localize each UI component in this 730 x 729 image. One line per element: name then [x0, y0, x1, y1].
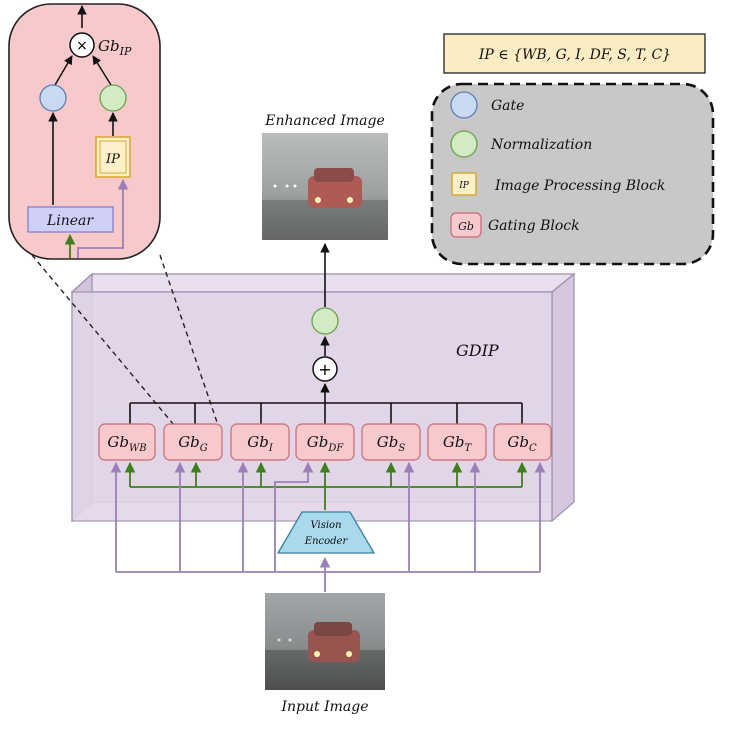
legend-box	[430, 82, 715, 266]
svg-text:GbG: GbG	[178, 433, 208, 454]
svg-text:GbC: GbC	[507, 433, 537, 454]
zoom-line-right	[159, 254, 219, 426]
sum-node	[312, 356, 338, 382]
gating-block-c: GbC	[493, 423, 552, 461]
ip-set-definition: IP ∈ {WB, G, I, DF, S, T, C}	[478, 47, 671, 63]
legend-gb-icon	[450, 212, 482, 238]
legend-gb-icon-text: Gb	[458, 220, 474, 233]
legend-gate-label: Gate	[491, 98, 524, 114]
vision-encoder	[276, 511, 376, 554]
legend-normalization-icon	[450, 130, 478, 158]
input-image-label: Input Image	[280, 699, 368, 715]
gate-icon	[39, 84, 67, 112]
legend-ip-icon	[451, 172, 477, 196]
gating-block-g: GbG	[163, 423, 223, 461]
linear-label: Linear	[46, 213, 94, 229]
gating-block-t: GbT	[427, 423, 487, 461]
legend-normalization-label: Normalization	[490, 137, 592, 153]
svg-text:GbT: GbT	[443, 433, 473, 454]
enhanced-image	[262, 133, 388, 240]
normalization-icon	[99, 84, 127, 112]
gating-block-s: GbS	[361, 423, 421, 461]
input-image-arrows	[110, 461, 546, 592]
legend-ip-label: Image Processing Block	[494, 178, 665, 194]
legend-ip-icon-text: IP	[458, 181, 470, 191]
vision-encoder-line1: Vision	[310, 520, 341, 531]
norm-to-multiply-arrow	[92, 55, 112, 86]
ip-input-arrow	[77, 178, 129, 258]
sum-symbol: +	[318, 360, 331, 379]
linear-block	[27, 206, 114, 233]
ip-block-label: IP	[105, 152, 120, 167]
vision-encoder-line2: Encoder	[304, 536, 349, 547]
svg-text:GbS: GbS	[377, 433, 406, 454]
ip-block	[95, 136, 131, 178]
gating-block-i: GbI	[230, 423, 290, 461]
gdip-label: GDIP	[456, 341, 499, 360]
legend-gate-icon	[450, 91, 478, 119]
encoder-feature-arrows	[124, 461, 528, 510]
multiply-node	[69, 32, 95, 58]
gating-block-df: GbDF	[295, 423, 355, 461]
enhanced-image-label: Enhanced Image	[264, 113, 385, 129]
ip-block-inner	[99, 140, 127, 174]
gating-output-bus	[129, 402, 523, 424]
input-image	[265, 593, 385, 690]
svg-text:GbWB: GbWB	[107, 433, 146, 454]
output-normalization-icon	[311, 307, 339, 335]
zoom-line-left	[31, 254, 175, 426]
svg-text:GbDF: GbDF	[307, 433, 345, 454]
gate-to-multiply-arrow	[54, 55, 73, 86]
svg-text:GbI: GbI	[247, 433, 274, 454]
gating-block-wb: GbWB	[98, 423, 156, 461]
ip-set-box	[443, 33, 706, 74]
detail-title: GbIP	[98, 37, 132, 58]
multiply-symbol: ×	[76, 38, 88, 54]
legend-gb-label: Gating Block	[488, 218, 580, 234]
